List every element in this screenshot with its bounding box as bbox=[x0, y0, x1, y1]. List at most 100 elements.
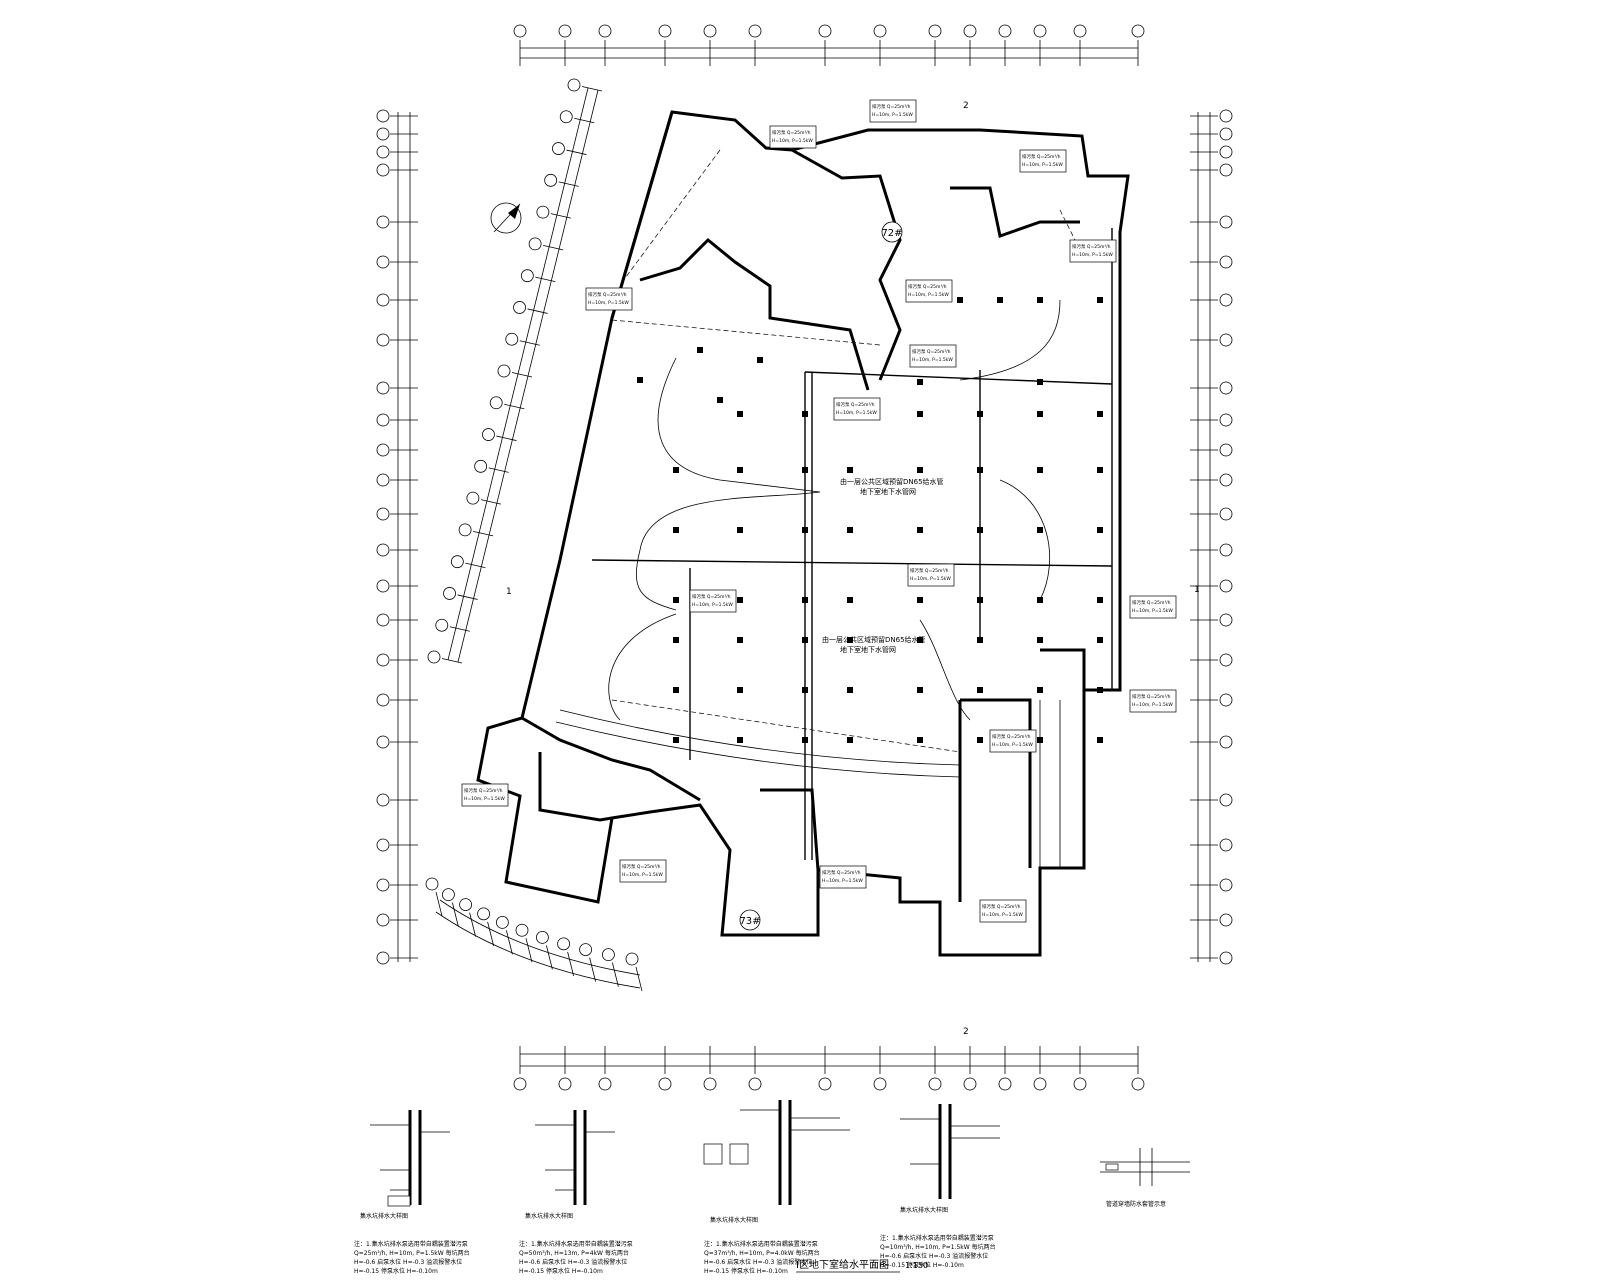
detail-1-note-1: 注：1.集水坑排水泵选用带自耦装置潜污泵 bbox=[354, 1240, 468, 1248]
svg-text:排污泵 Q=25m³/h: 排污泵 Q=25m³/h bbox=[912, 348, 951, 355]
grid-bubble bbox=[558, 24, 572, 38]
svg-text:H=10m, P=1.5kW: H=10m, P=1.5kW bbox=[912, 357, 953, 363]
pump-annotation: 排污泵 Q=25m³/hH=10m, P=1.5kW bbox=[769, 125, 817, 149]
section-marks: 2 2 1 1 bbox=[506, 101, 1200, 1037]
grid-bubble bbox=[435, 618, 449, 632]
detail-1-note-3: H=-0.6 启泵水位 H=-0.3 溢流报警水位 bbox=[354, 1258, 462, 1266]
drawing-title-text: I区地下室给水平面图 bbox=[796, 1258, 889, 1271]
column-mark bbox=[737, 411, 743, 417]
column-mark bbox=[917, 687, 923, 693]
grid-bubble bbox=[1219, 951, 1233, 965]
grid-bubble bbox=[1219, 653, 1233, 667]
svg-text:H=10m, P=1.5kW: H=10m, P=1.5kW bbox=[992, 742, 1033, 748]
grid-bubble bbox=[376, 579, 390, 593]
svg-text:排污泵 Q=25m³/h: 排污泵 Q=25m³/h bbox=[1132, 693, 1171, 700]
grid-bubble bbox=[466, 491, 480, 505]
grid-bubble bbox=[505, 332, 519, 346]
column-mark bbox=[673, 687, 679, 693]
column-mark bbox=[1037, 467, 1043, 473]
grid-bubble bbox=[376, 293, 390, 307]
grid-bubble bbox=[559, 110, 573, 124]
column-mark bbox=[847, 597, 853, 603]
svg-text:H=10m, P=1.5kW: H=10m, P=1.5kW bbox=[588, 300, 629, 306]
grid-bubble bbox=[376, 653, 390, 667]
grid-bubble bbox=[1219, 693, 1233, 707]
grid-bubble bbox=[963, 1077, 977, 1091]
grid-bubble bbox=[873, 1077, 887, 1091]
detail-3-note-3: H=-0.6 启泵水位 H=-0.3 溢流报警水位 bbox=[704, 1258, 812, 1266]
grid-bubble bbox=[703, 1077, 717, 1091]
detail-4: 集水坑排水大样图 注：1.集水坑排水泵选用带自耦装置潜污泵 Q=10m³/h, … bbox=[880, 1104, 1000, 1269]
grid-bubble bbox=[558, 1077, 572, 1091]
grid-bubble bbox=[474, 459, 488, 473]
grid-bubble bbox=[376, 163, 390, 177]
tower-label-73: 73# bbox=[739, 909, 761, 931]
column-mark bbox=[673, 737, 679, 743]
grid-bubble bbox=[376, 913, 390, 927]
right-dimension-chain bbox=[1190, 112, 1218, 962]
grid-bubble bbox=[1219, 913, 1233, 927]
column-mark bbox=[802, 467, 808, 473]
tower-72-text: 72# bbox=[881, 228, 902, 239]
grid-bubble bbox=[1219, 838, 1233, 852]
detail-3-note-2: Q=37m³/h, H=10m, P=4.0kW 每坑两台 bbox=[704, 1249, 820, 1257]
column-mark bbox=[917, 597, 923, 603]
column-mark bbox=[1037, 637, 1043, 643]
grid-bubble bbox=[557, 937, 570, 951]
parking-aisle-curves bbox=[608, 299, 1061, 721]
column-mark bbox=[1037, 597, 1043, 603]
svg-text:H=10m, P=1.5kW: H=10m, P=1.5kW bbox=[982, 912, 1023, 918]
column-mark bbox=[847, 737, 853, 743]
column-mark bbox=[802, 597, 808, 603]
svg-text:排污泵 Q=25m³/h: 排污泵 Q=25m³/h bbox=[982, 903, 1021, 910]
grid-bubble bbox=[528, 237, 542, 251]
grid-bubble bbox=[579, 943, 592, 956]
column-mark bbox=[737, 737, 743, 743]
grid-bubble bbox=[482, 428, 495, 441]
detail-4-note-3: H=-0.6 启泵水位 H=-0.3 溢流报警水位 bbox=[880, 1252, 988, 1260]
detail-2-note-3: H=-0.6 启泵水位 H=-0.3 溢流报警水位 bbox=[519, 1258, 627, 1266]
detail-drawings: 集水坑排水大样图 注：1.集水坑排水泵选用带自耦装置潜污泵 Q=25m³/h, … bbox=[354, 1100, 1190, 1275]
svg-text:H=10m, P=1.5kW: H=10m, P=1.5kW bbox=[622, 872, 663, 878]
grid-bubble bbox=[376, 693, 390, 707]
grid-bubble bbox=[376, 443, 390, 457]
column-mark bbox=[1097, 527, 1103, 533]
grid-bubble bbox=[495, 916, 509, 929]
svg-text:排污泵 Q=25m³/h: 排污泵 Q=25m³/h bbox=[1132, 599, 1171, 606]
grid-bubble bbox=[963, 24, 977, 38]
svg-text:H=10m, P=1.5kW: H=10m, P=1.5kW bbox=[872, 112, 913, 118]
grid-bubble bbox=[376, 878, 390, 892]
drawing-scale-text: 1:150 bbox=[905, 1261, 928, 1270]
grid-bubble bbox=[376, 507, 390, 521]
grid-bubble bbox=[873, 24, 887, 38]
zone-note-4: 地下室地下水管网 bbox=[840, 645, 896, 654]
grid-bubble bbox=[1219, 381, 1233, 395]
pump-annotation: 排污泵 Q=25m³/hH=10m, P=1.5kW bbox=[461, 783, 509, 807]
column-mark bbox=[1037, 687, 1043, 693]
svg-text:排污泵 Q=25m³/h: 排污泵 Q=25m³/h bbox=[836, 401, 875, 408]
grid-bubble bbox=[1219, 793, 1233, 807]
column-mark bbox=[697, 347, 703, 353]
grid-bubble bbox=[376, 543, 390, 557]
column-mark bbox=[977, 527, 983, 533]
svg-text:排污泵 Q=25m³/h: 排污泵 Q=25m³/h bbox=[872, 103, 911, 110]
grid-bubble bbox=[376, 613, 390, 627]
column-mark bbox=[637, 377, 643, 383]
curved-dimension-chain bbox=[435, 891, 643, 992]
svg-text:排污泵 Q=25m³/h: 排污泵 Q=25m³/h bbox=[1072, 243, 1111, 250]
column-mark bbox=[847, 467, 853, 473]
grid-bubble bbox=[443, 587, 456, 600]
detail-2-note-1: 注：1.集水坑排水泵选用带自耦装置潜污泵 bbox=[519, 1240, 633, 1248]
zone-notes: 由一层公共区域预留DN65给水管 地下室地下水管网 由一层公共区域预留DN65给… bbox=[822, 477, 944, 654]
grid-bubble bbox=[489, 396, 503, 410]
column-mark bbox=[737, 687, 743, 693]
detail-4-note-1: 注：1.集水坑排水泵选用带自耦装置潜污泵 bbox=[880, 1234, 994, 1242]
pump-annotation: 排污泵 Q=25m³/hH=10m, P=1.5kW bbox=[819, 865, 867, 889]
pump-annotation: 排污泵 Q=25m³/hH=10m, P=1.5kW bbox=[989, 729, 1037, 753]
column-mark bbox=[917, 467, 923, 473]
grid-bubble bbox=[703, 24, 717, 38]
grid-bubble bbox=[625, 952, 639, 966]
grid-bubble bbox=[1219, 878, 1233, 892]
detail-2-title: 集水坑排水大样图 bbox=[525, 1212, 573, 1220]
pump-annotation: 排污泵 Q=25m³/hH=10m, P=1.5kW bbox=[869, 99, 917, 123]
